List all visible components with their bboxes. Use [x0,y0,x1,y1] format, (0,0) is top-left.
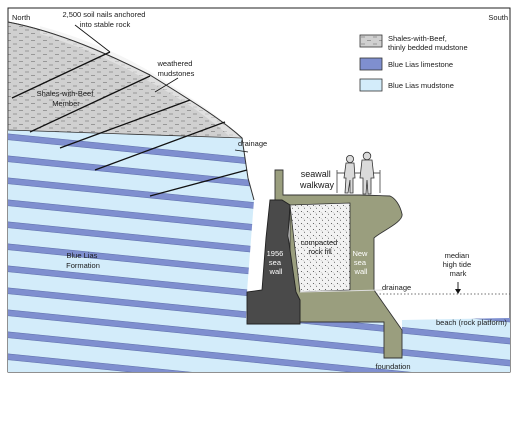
shales-member-label: Shales-with-Beef Member [37,89,96,108]
legend-label-limestone: Blue Lias limestone [388,60,453,69]
compass-north: North [12,13,30,22]
drainage-bottom-label: drainage [382,283,411,292]
blue-lias-formation-label: Blue Lias Formation [66,251,100,270]
old-wall-line3: wall [269,267,283,276]
old-sea-wall-1956 [246,199,301,325]
weathered-label: weathered mudstones [156,59,194,78]
shales-member-line1: Shales-with-Beef [37,89,95,98]
old-wall-line1: 1956 [267,249,284,258]
high-tide-label: median high tide mark [443,251,473,278]
new-wall-line1: New [352,249,368,258]
new-wall-label: New sea wall [352,249,369,276]
legend-shales-line1: Shales-with-Beef, [388,34,447,43]
cliff-face [7,21,255,201]
soil-nails-label: 2,500 soil nails anchored into stable ro… [62,10,147,29]
drainage-top-leader [234,149,249,153]
weathered-leader [154,77,179,93]
new-wall-line2: sea [354,258,367,267]
legend-swatch-mudstone [359,78,383,92]
tide-line3: mark [450,269,467,278]
weathered-line1: weathered [156,59,192,68]
weathered-line2: mudstones [158,69,195,78]
drainage-pipe [299,289,384,293]
soil-nails-line1: 2,500 soil nails anchored [62,10,145,19]
weathered-zone [40,26,242,138]
limestone-band [8,330,510,372]
compass-south: South [488,13,508,22]
compacted-rock-fill [289,202,351,293]
legend-swatch-limestone [359,57,383,71]
fill-label: compacted rock fill [301,238,340,256]
tide-line1: median [445,251,470,260]
tide-line2: high tide [443,260,471,269]
legend: Shales-with-Beef, thinly bedded mudstone… [359,34,468,92]
old-wall-line2: sea [269,258,282,267]
soil-nails [11,51,248,197]
formation-line1: Blue Lias [67,251,98,260]
soil-nails-line2: into stable rock [80,20,131,29]
foundation-label: foundation [375,362,410,371]
fill-line1: compacted [301,238,338,247]
walkway-line1: seawall [301,169,331,179]
drainage-top-label: drainage [238,139,267,148]
formation-line2: Formation [66,261,100,270]
old-wall-label: 1956 sea wall [267,249,286,276]
new-wall-line3: wall [354,267,368,276]
high-tide-arrowhead [455,289,461,294]
limestone-band [8,352,510,372]
fill-line2: rock fill [308,247,332,256]
soil-nails-leader [74,24,111,53]
legend-label-mudstone: Blue Lias mudstone [388,81,454,90]
legend-swatch-shales [359,34,383,48]
walkway-line2: walkway [299,180,335,190]
seawall-walkway-label: seawall walkway [299,169,335,190]
beach-label: beach (rock platform) [436,318,507,327]
people-figures [343,151,375,195]
legend-shales-line2: thinly bedded mudstone [388,43,468,52]
shales-member-line2: Member [52,99,80,108]
legend-label-shales: Shales-with-Beef, thinly bedded mudstone [388,34,468,52]
